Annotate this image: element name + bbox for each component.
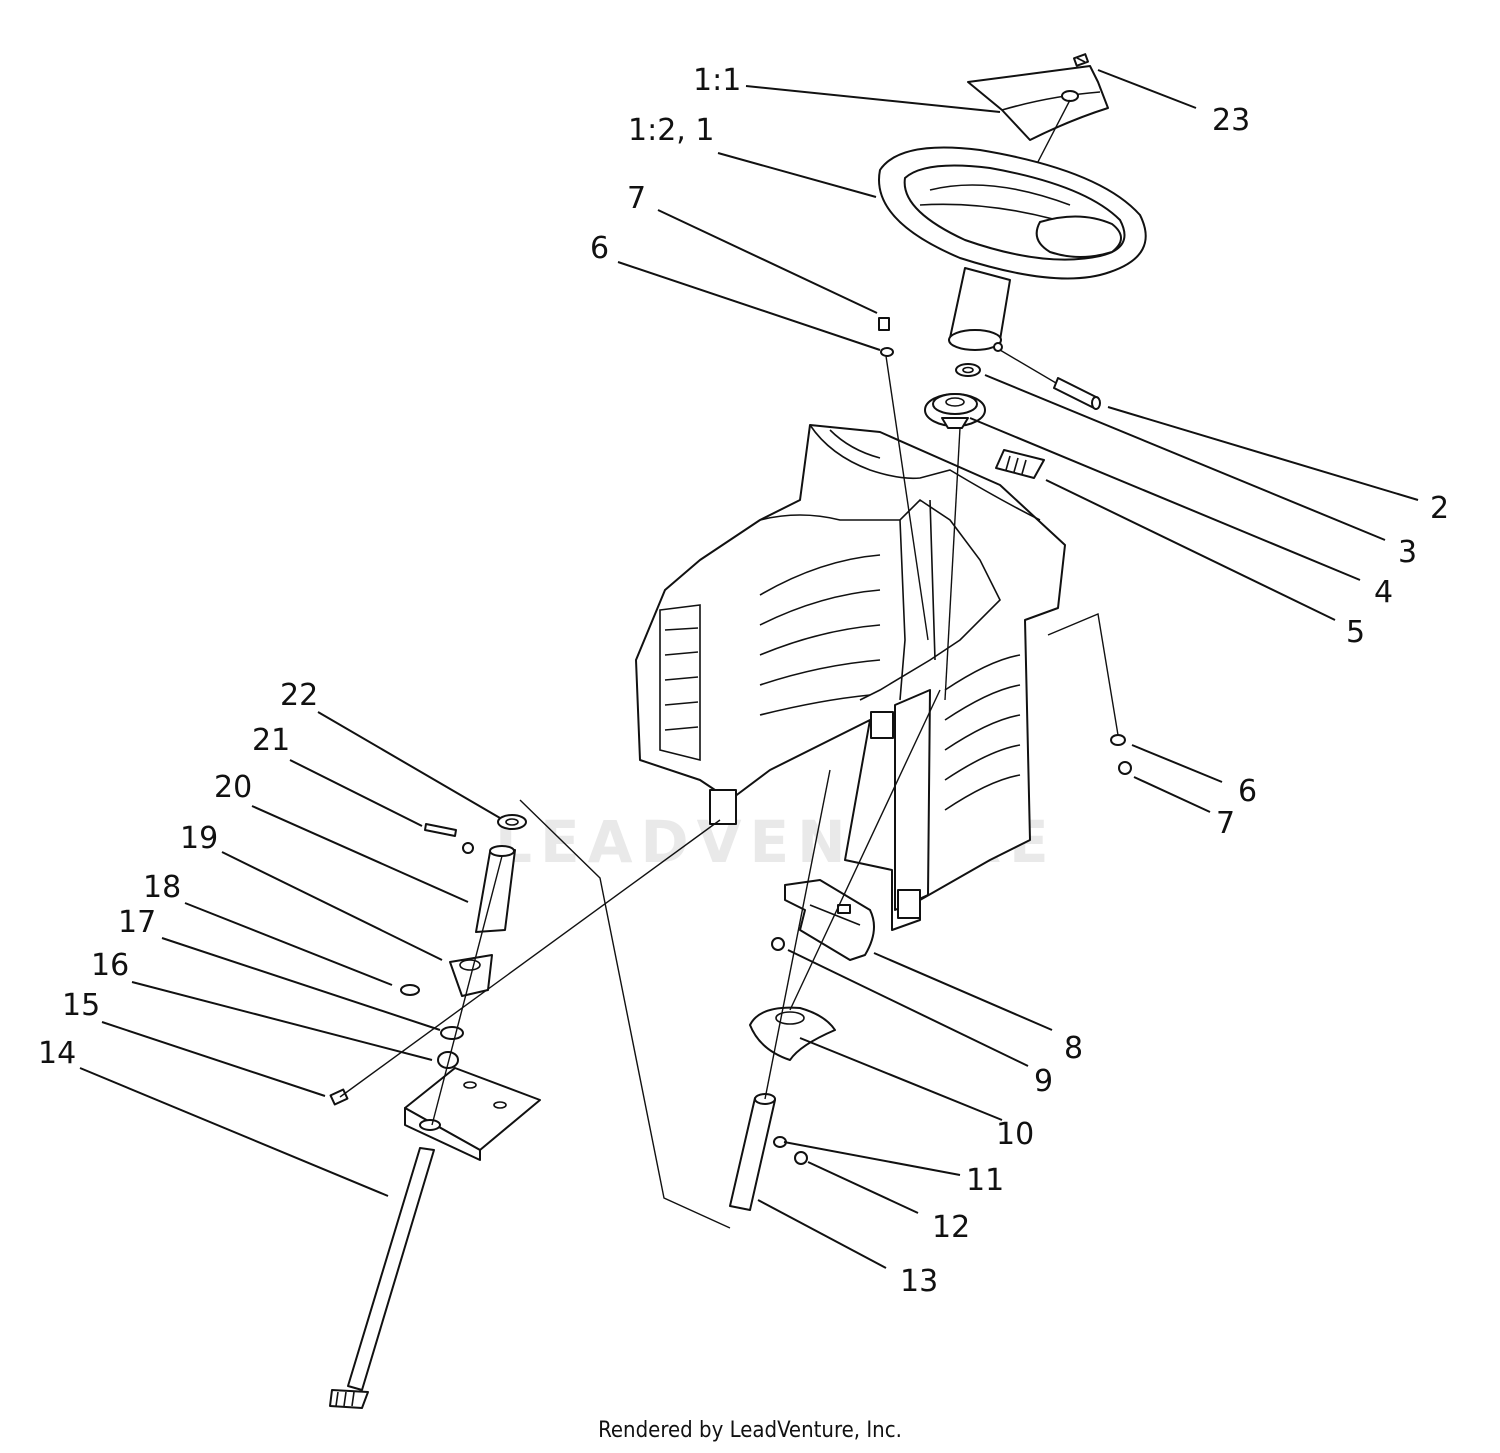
callout-6-top: 6 — [590, 231, 609, 266]
part-21-bolt — [424, 823, 474, 854]
callout-9: 9 — [1034, 1064, 1053, 1099]
part-13-shaft — [729, 769, 831, 1211]
callout-12: 12 — [932, 1210, 970, 1245]
callout-1-2-1: 1:2, 1 — [628, 113, 714, 148]
callout-1-1: 1:1 — [693, 63, 741, 98]
part-23-screw — [1072, 53, 1090, 67]
callout-2: 2 — [1430, 491, 1449, 526]
callout-21: 21 — [252, 723, 290, 758]
callout-7-top: 7 — [627, 181, 646, 216]
callout-3: 3 — [1398, 535, 1417, 570]
part-9-nut — [771, 937, 785, 951]
dash-console-housing — [635, 424, 1066, 931]
part-20-tube — [475, 845, 516, 933]
part-2-roll-pin — [999, 349, 1101, 410]
callout-20: 20 — [214, 770, 252, 805]
callout-8: 8 — [1064, 1031, 1083, 1066]
part-8-bracket — [784, 879, 875, 961]
part-7-screw-right — [1118, 761, 1132, 775]
callout-17: 17 — [118, 905, 156, 940]
leader-lines — [79, 69, 1419, 1269]
mounting-plate — [404, 1067, 541, 1161]
part-6-washer-top — [880, 347, 894, 357]
callout-14: 14 — [38, 1036, 76, 1071]
assembly-guides — [339, 355, 1119, 1229]
part-16-bushing — [437, 1051, 459, 1069]
part-17-washer — [440, 1026, 464, 1040]
callout-labels: 1:1 1:2, 1 23 7 6 2 3 4 5 6 7 22 21 20 1… — [38, 63, 1449, 1299]
part-3-washer — [955, 363, 981, 377]
callout-23: 23 — [1212, 103, 1250, 138]
callout-5: 5 — [1346, 615, 1365, 650]
callout-6-right: 6 — [1238, 774, 1257, 809]
credit-line: Rendered by LeadVenture, Inc. — [598, 1418, 902, 1443]
callout-4: 4 — [1374, 575, 1393, 610]
callout-16: 16 — [91, 948, 129, 983]
part-15-screw — [329, 1088, 349, 1106]
callout-10: 10 — [996, 1117, 1034, 1152]
part-22-washer — [497, 814, 527, 830]
callout-7-right: 7 — [1216, 806, 1235, 841]
part-7-screw-top — [878, 317, 890, 331]
callout-15: 15 — [62, 988, 100, 1023]
part-6-washer-right — [1110, 734, 1126, 746]
callout-19: 19 — [180, 821, 218, 856]
part-14-steering-shaft — [329, 1147, 435, 1409]
part-1-2-steering-wheel — [878, 146, 1147, 352]
callout-18: 18 — [143, 870, 181, 905]
part-5-decal — [995, 449, 1045, 479]
callout-13: 13 — [900, 1264, 938, 1299]
part-18-clip — [400, 984, 420, 996]
callout-22: 22 — [280, 678, 318, 713]
callout-11: 11 — [966, 1163, 1004, 1198]
part-10-cover — [749, 1006, 836, 1061]
part-12-nut — [794, 1151, 808, 1165]
part-4-bushing — [924, 393, 986, 429]
